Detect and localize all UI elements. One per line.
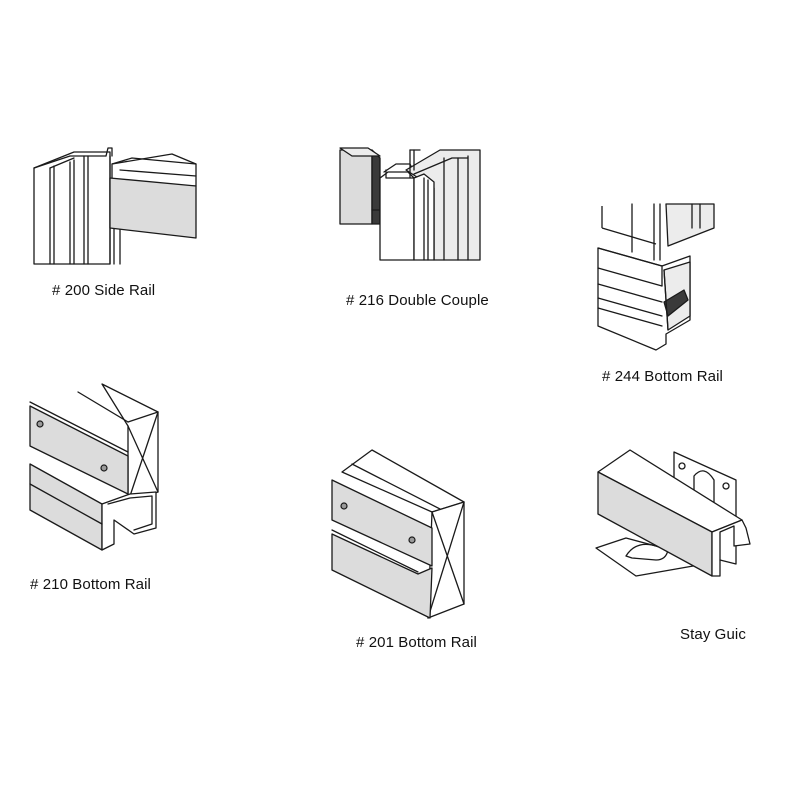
part-210-bottom-rail: # 210 Bottom Rail — [29, 383, 200, 594]
bottom-rail-210-drawing — [29, 383, 159, 551]
bottom-rail-244-drawing — [597, 203, 715, 351]
part-200-side-rail: # 200 Side Rail — [30, 147, 200, 300]
part-label: # 210 Bottom Rail — [30, 576, 151, 593]
part-label: # 244 Bottom Rail — [602, 368, 723, 385]
part-stay-guide: Stay Guic — [595, 449, 800, 650]
side-rail-drawing — [33, 147, 197, 265]
part-244-bottom-rail: # 244 Bottom Rail — [596, 203, 756, 389]
part-label: # 200 Side Rail — [52, 282, 156, 299]
part-label: # 201 Bottom Rail — [356, 634, 477, 651]
part-label: Stay Guic — [680, 626, 746, 643]
part-216-double-couple: # 216 Double Couple — [339, 147, 520, 318]
double-couple-drawing — [339, 147, 481, 261]
stay-guide-drawing — [595, 449, 751, 577]
bottom-rail-201-drawing — [331, 449, 465, 619]
part-201-bottom-rail: # 201 Bottom Rail — [331, 449, 502, 655]
part-label: # 216 Double Couple — [346, 292, 489, 309]
